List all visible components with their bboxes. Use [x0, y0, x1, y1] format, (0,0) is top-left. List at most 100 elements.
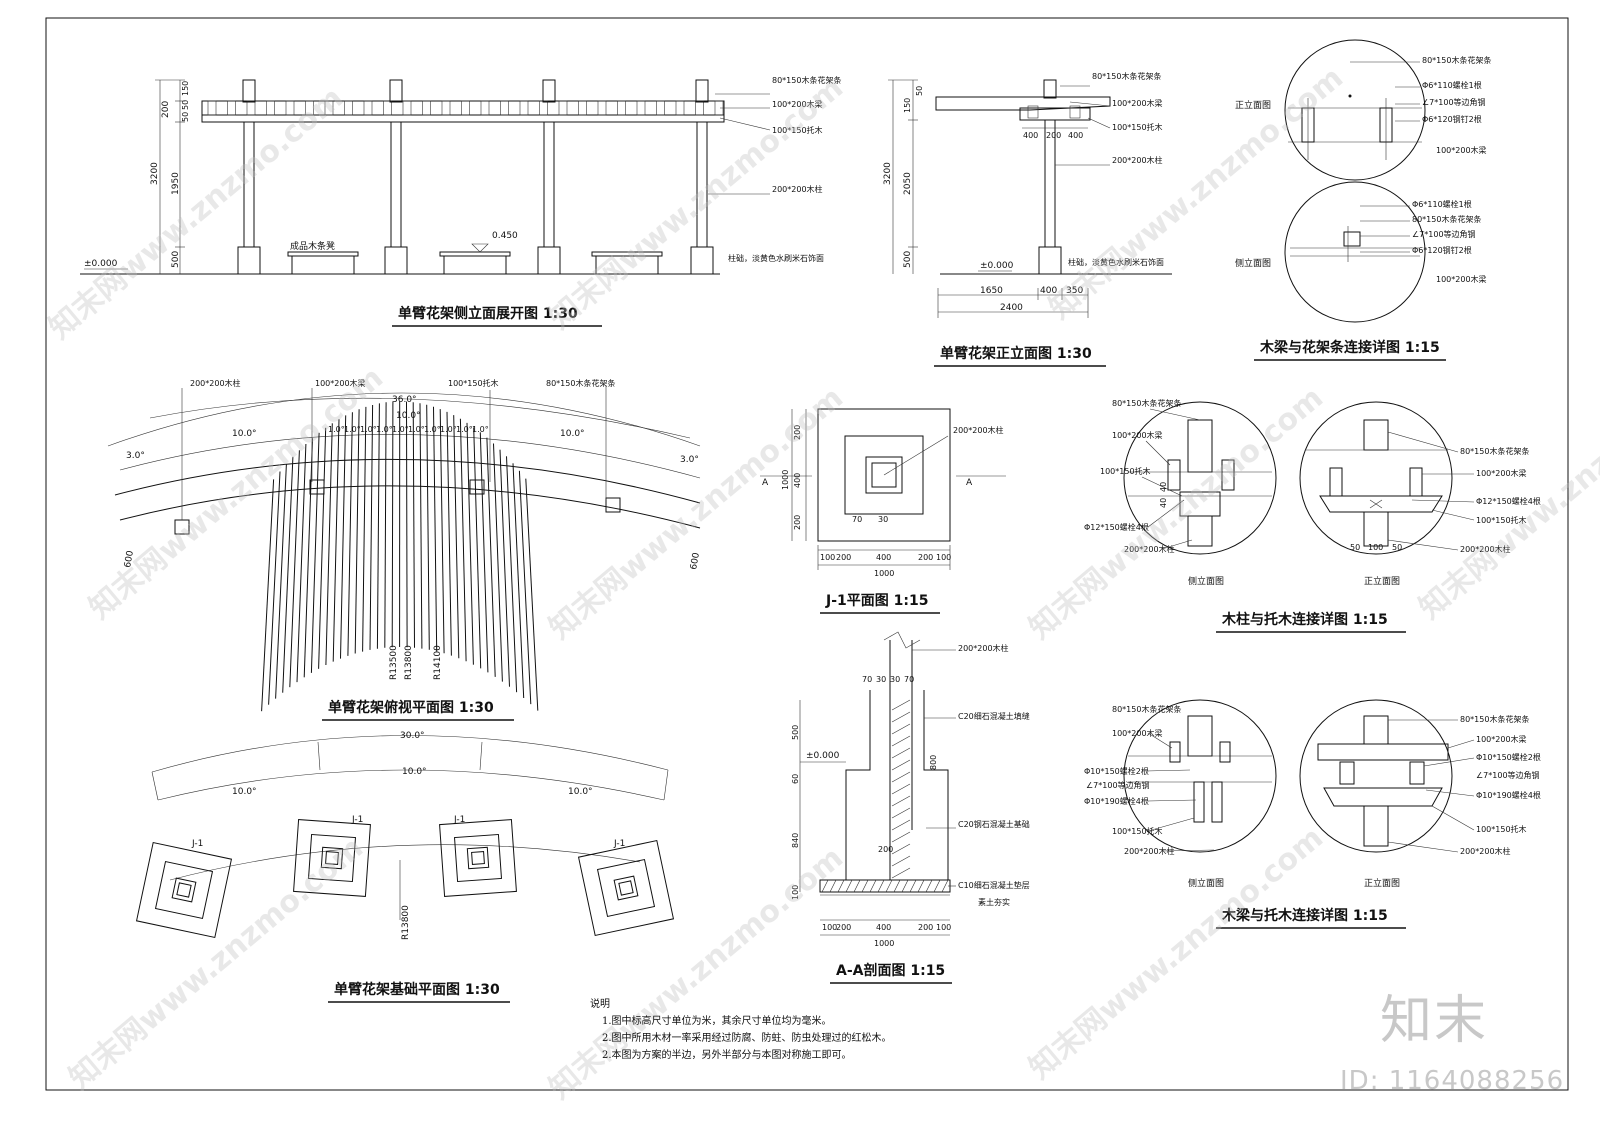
aa-lbl-soil: 素土夯实: [978, 897, 1010, 907]
svg-text:1.0°: 1.0°: [456, 425, 473, 434]
aa-b200b: 200: [918, 923, 933, 932]
dim-1950: 1950: [171, 172, 181, 195]
title-plan: 单臂花架俯视平面图 1:30: [328, 699, 494, 716]
fp-j1-b: J-1: [351, 815, 363, 825]
svg-text:知末网www.znzmo.com: 知末网www.znzmo.com: [543, 380, 850, 646]
fp-angle-30: 30.0°: [400, 731, 425, 741]
bb-a-2: Φ10*150螺栓2根: [1084, 766, 1149, 776]
cb-b-2: Φ12*150螺栓4根: [1476, 496, 1541, 506]
angle-36: 36.0°: [392, 395, 417, 405]
cb-a-3: Φ12*150螺栓4根: [1084, 522, 1149, 532]
title-front-elevation: 单臂花架正立面图 1:30: [940, 345, 1092, 362]
svg-text:1.0°: 1.0°: [360, 425, 377, 434]
angle-10-mid: 10.0°: [396, 411, 421, 421]
bb-b-5: 100*150托木: [1476, 824, 1527, 834]
aa-b400: 400: [876, 923, 891, 932]
aa-d100: 100: [791, 885, 800, 900]
dim-f150: 150: [903, 98, 912, 113]
aa-b200a: 200: [836, 923, 851, 932]
notes-heading: 说明: [590, 999, 610, 1010]
aa-d800: 800: [929, 755, 938, 770]
j1-d1000: 1000: [874, 569, 894, 578]
aa-lbl-grout: C20细石混凝土填缝: [958, 711, 1030, 721]
note-1: 1.图中标高尺寸单位为米，其余尺寸单位均为毫米。: [602, 1016, 832, 1027]
svg-text:知末网www.znzmo.com: 知末网www.znzmo.com: [1023, 380, 1330, 646]
plan-r14100: R14100: [433, 645, 443, 680]
svg-text:1.0°: 1.0°: [424, 425, 441, 434]
angle-3-right: 3.0°: [680, 455, 699, 465]
front-level: ±0.000: [980, 261, 1014, 271]
angle-10-left: 10.0°: [232, 429, 257, 439]
cb-d40a: 40: [1159, 498, 1168, 508]
plan-lbl-bracket: 100*150托木: [448, 378, 499, 388]
bb-a-4: Φ10*190螺栓4根: [1084, 796, 1149, 806]
section-mark-a2: A: [966, 478, 973, 488]
cb-b-1: 100*200木梁: [1476, 468, 1527, 478]
j1-d30: 30: [878, 515, 888, 524]
fp-j1-a: J-1: [191, 839, 203, 849]
angle-10-right: 10.0°: [560, 429, 585, 439]
bb-a-6: 200*200木柱: [1124, 846, 1175, 856]
bb-a-3: ∠7*100等边角钢: [1086, 780, 1150, 790]
brand-logo: 知末: [1380, 991, 1489, 1051]
dim-500: 500: [171, 251, 181, 268]
title-side-elevation: 单臂花架侧立面展开图 1:30: [398, 305, 578, 322]
f-lbl-bracket: 100*150托木: [1112, 122, 1163, 132]
dim-f2050: 2050: [903, 172, 913, 195]
cb-d100: 100: [1368, 543, 1383, 552]
aa-d70a: 70: [862, 675, 872, 684]
dim-f50: 50: [915, 86, 924, 96]
view-front-b: 正立面图: [1364, 575, 1400, 587]
aa-b100a: 100: [822, 923, 837, 932]
aa-d840: 840: [791, 833, 800, 848]
dim-f3200: 3200: [883, 162, 893, 185]
plan-dim-600b: 600: [689, 552, 702, 571]
note-2: 2.图中所用木材一率采用经过防腐、防蛀、防虫处理过的红松木。: [602, 1033, 892, 1044]
angle-3-left: 3.0°: [126, 451, 145, 461]
fp-r13800: R13800: [401, 905, 411, 940]
beam-joint-detail: 正立面图 侧立面图 80*150木条花架条 Φ6*110螺栓1根 ∠7*100等…: [1235, 39, 1491, 361]
plan-lbl-beam: 100*200木梁: [315, 378, 366, 388]
bench-label: 成品木条凳: [290, 240, 335, 252]
lbl-beam: 100*200木梁: [772, 99, 823, 109]
fp-j1-c: J-1: [453, 815, 465, 825]
foundation-plan: 30.0° 10.0° 10.0° 10.0° J-1 J-1 J-1 J-1 …: [135, 731, 675, 1003]
aa-d500: 500: [791, 725, 800, 740]
fp-j1-d: J-1: [613, 839, 625, 849]
svg-text:知末网www.znzmo.com: 知末网www.znzmo.com: [543, 840, 850, 1106]
svg-text:1.0°: 1.0°: [328, 425, 345, 434]
cb-a-1: 100*200木梁: [1112, 430, 1163, 440]
aa-d70b: 70: [904, 675, 914, 684]
plan-dim-600a: 600: [123, 550, 136, 569]
front-elevation: 400 200 400 3200 2050 500 150 50 ±0.000 …: [883, 71, 1172, 367]
f-lbl-beam: 100*200木梁: [1112, 98, 1163, 108]
bj-b-0: Φ6*110螺栓1根: [1412, 199, 1472, 209]
dim-f500: 500: [903, 251, 913, 268]
plan-lbl-post: 200*200木柱: [190, 378, 241, 388]
fp-angle-10a: 10.0°: [232, 787, 257, 797]
aa-d200mid: 200: [878, 845, 893, 854]
bj-b-1: 80*150木条花架条: [1412, 214, 1481, 224]
j1-d70: 70: [852, 515, 862, 524]
aa-level: ±0.000: [806, 751, 840, 761]
svg-text:1.0°: 1.0°: [376, 425, 393, 434]
svg-text:1.0°: 1.0°: [344, 425, 361, 434]
aa-b100b: 100: [936, 923, 951, 932]
dim-350: 350: [1066, 286, 1083, 296]
view-front-a: 正立面图: [1235, 99, 1271, 111]
image-id: ID: 1164088256: [1340, 1066, 1565, 1096]
cb-d40b: 40: [1159, 482, 1168, 492]
cb-a-0: 80*150木条花架条: [1112, 398, 1181, 408]
notes: 说明 1.图中标高尺寸单位为米，其余尺寸单位均为毫米。 2.图中所用木材一率采用…: [590, 996, 892, 1064]
cb-a-4: 200*200木柱: [1124, 544, 1175, 554]
bj-a-3: Φ6*120钢钉2根: [1422, 114, 1482, 124]
plan-lbl-rafter: 80*150木条花架条: [546, 378, 615, 388]
aa-lbl-bed: C10细石混凝土垫层: [958, 880, 1030, 890]
lbl-base: 柱础，淡黄色水刷米石饰面: [728, 253, 824, 263]
dim-f400b: 400: [1068, 131, 1083, 140]
dim-50b: 50: [181, 112, 190, 122]
cb-a-2: 100*150托木: [1100, 466, 1151, 476]
level-zero: ±0.000: [84, 259, 118, 269]
note-3: 2.本图为方案的半边，另外半部分与本图对称施工即可。: [602, 1050, 852, 1061]
